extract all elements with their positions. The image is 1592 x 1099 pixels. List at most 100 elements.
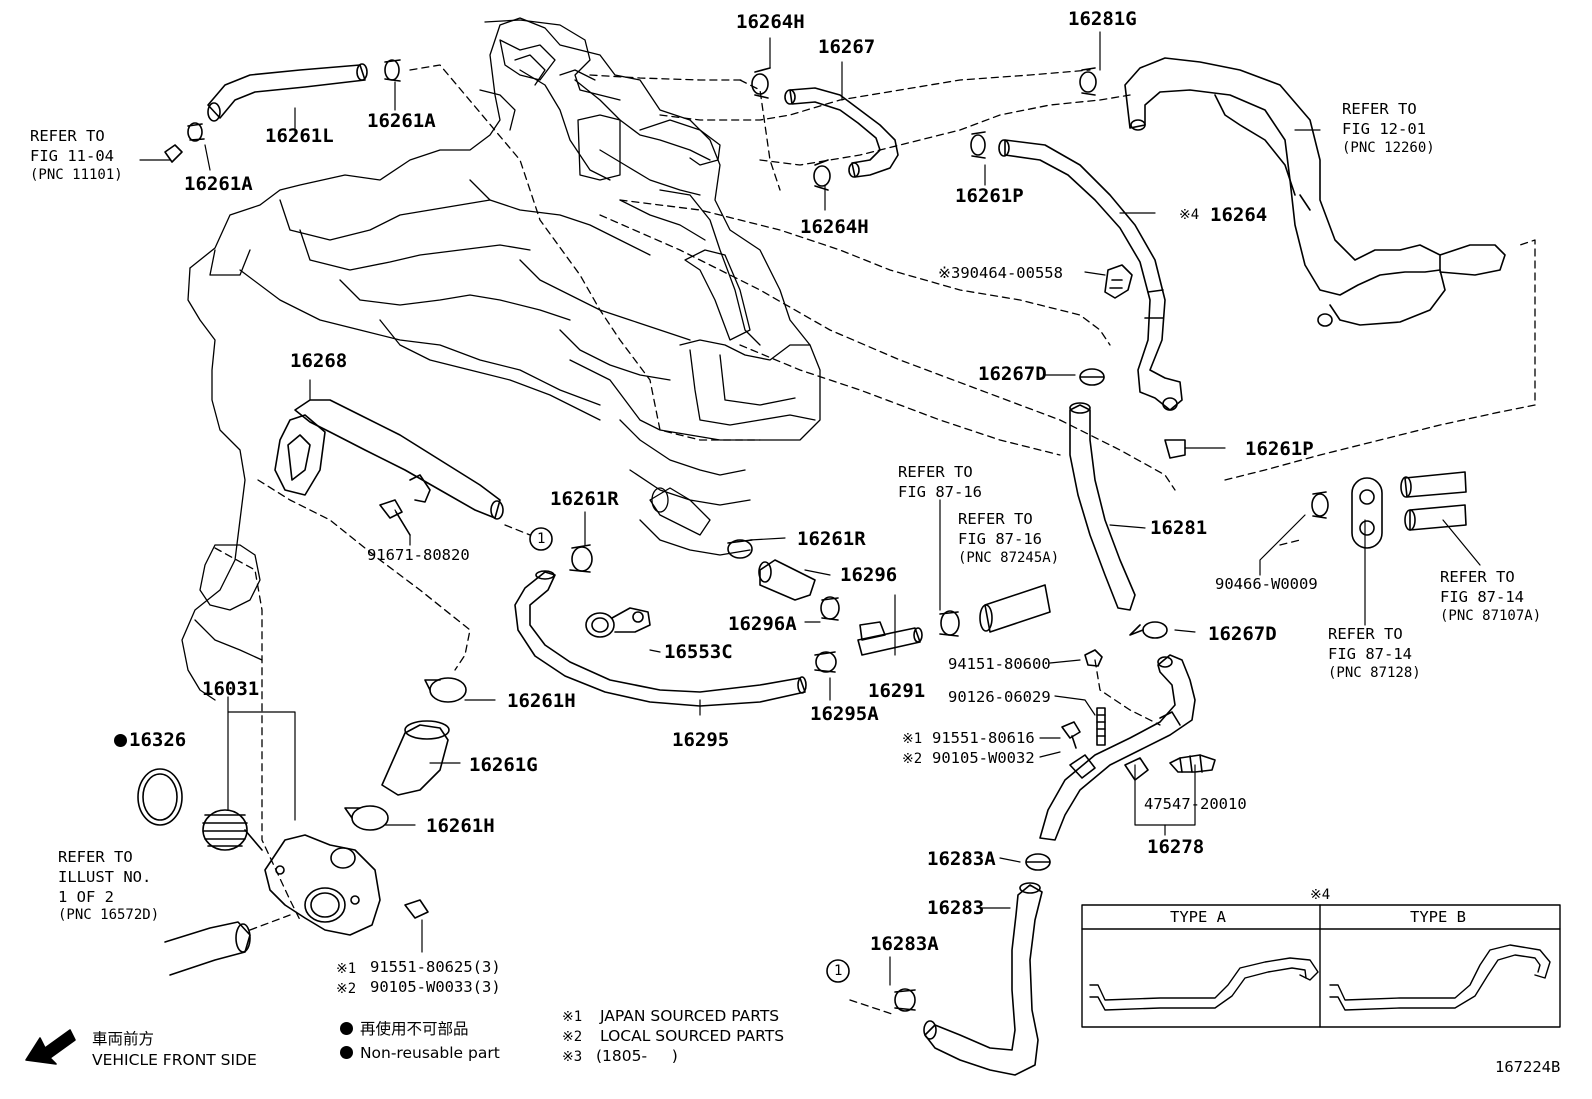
label-16283A-b: 16283A bbox=[870, 933, 939, 955]
label-91671-80820: 91671-80820 bbox=[367, 546, 470, 564]
pipes-87107A bbox=[1401, 472, 1466, 530]
water-inlet-housing bbox=[265, 835, 380, 935]
circle-1a-text: 1 bbox=[537, 531, 546, 547]
refer-line: FIG 87-14 bbox=[1440, 587, 1524, 606]
label-16326: 16326 bbox=[114, 731, 186, 750]
refer-line: (PNC 87245A) bbox=[958, 549, 1060, 566]
circle-1b-text: 1 bbox=[834, 963, 843, 979]
label-16553C: 16553C bbox=[664, 641, 733, 663]
label-90105-W0033: 90105-W0033(3) bbox=[370, 978, 501, 996]
label-16261H-b: 16261H bbox=[426, 815, 495, 837]
clamp-16283A-a bbox=[1026, 854, 1050, 870]
label-16295: 16295 bbox=[672, 729, 730, 751]
clamp-90466-W0009 bbox=[1312, 492, 1328, 518]
refer-line: (PNC 87128) bbox=[1328, 664, 1421, 681]
refer-fig-87-16-b: REFER TO FIG 87-16 (PNC 87245A) bbox=[958, 510, 1059, 568]
clamp-16261P-right bbox=[1165, 440, 1185, 458]
clamp-16261A-top bbox=[385, 60, 400, 81]
pipe-16278 bbox=[1040, 655, 1195, 840]
hose-16261G bbox=[382, 721, 449, 795]
label-16281G: 16281G bbox=[1068, 8, 1137, 30]
bolt-91671-80820 bbox=[380, 500, 410, 535]
refer-line: FIG 87-16 bbox=[958, 529, 1042, 548]
refer-line: REFER TO bbox=[1342, 100, 1417, 118]
label-16261A-top: 16261A bbox=[367, 110, 436, 132]
refer-line: FIG 12-01 bbox=[1342, 119, 1426, 138]
filled-circle-icon bbox=[114, 734, 127, 747]
pipe-16291 bbox=[858, 622, 922, 655]
label-90105-W0032: 90105-W0032 bbox=[932, 749, 1035, 767]
label-16261A-left: 16261A bbox=[184, 173, 253, 195]
pipe-16268 bbox=[275, 400, 503, 519]
clamp-16261H-a bbox=[425, 678, 466, 702]
clamp-16267D-low bbox=[1130, 622, 1167, 638]
note2-mark: ※2 bbox=[562, 1029, 583, 1045]
refer-line: FIG 87-16 bbox=[898, 482, 982, 501]
type-table-mark: ※4 bbox=[1310, 887, 1331, 903]
label-16261L: 16261L bbox=[265, 125, 334, 147]
arrow-down-left-icon bbox=[26, 1030, 75, 1064]
label-16268: 16268 bbox=[290, 350, 348, 372]
hose-16281G bbox=[1125, 58, 1505, 326]
filled-circle-icon bbox=[340, 1046, 353, 1059]
bracket-16553C bbox=[586, 608, 650, 637]
refer-line: (PNC 87107A) bbox=[1440, 607, 1542, 624]
refer-line: REFER TO bbox=[58, 848, 133, 866]
clamp-87-16 bbox=[940, 611, 959, 636]
hose-16296 bbox=[759, 560, 815, 600]
bolt-91551-80625 bbox=[405, 900, 428, 918]
label-16261G: 16261G bbox=[469, 754, 538, 776]
refer-line: FIG 87-14 bbox=[1328, 644, 1412, 663]
clamp-16295A bbox=[815, 652, 836, 672]
refer-fig-11-04: REFER TO FIG 11-04 (PNC 11101) bbox=[30, 127, 123, 185]
label-16281: 16281 bbox=[1150, 517, 1208, 539]
refer-line: (PNC 11101) bbox=[30, 166, 123, 183]
label-91551-80625: 91551-80625(3) bbox=[370, 958, 501, 976]
label-16283A-a: 16283A bbox=[927, 848, 996, 870]
label-16296A: 16296A bbox=[728, 613, 797, 635]
label-47547-20010: 47547-20010 bbox=[1144, 795, 1247, 813]
label-16267: 16267 bbox=[818, 36, 876, 58]
label-16296: 16296 bbox=[840, 564, 898, 586]
clamp-16261H-b bbox=[345, 806, 388, 830]
bolt-91551-80616 bbox=[1062, 722, 1080, 748]
reference-circle-1a bbox=[530, 528, 552, 550]
refer-line: ILLUST NO. bbox=[58, 867, 152, 886]
refer-fig-87-14-a: REFER TO FIG 87-14 (PNC 87107A) bbox=[1440, 568, 1541, 626]
gasket-16326 bbox=[138, 769, 182, 825]
label-16261P-right: 16261P bbox=[1245, 438, 1314, 460]
refer-line: (PNC 16572D) bbox=[58, 907, 160, 924]
hose-16281 bbox=[1070, 403, 1135, 610]
type-b-label: TYPE B bbox=[1410, 908, 1466, 926]
refer-line: REFER TO bbox=[1328, 625, 1403, 643]
hose-16283 bbox=[924, 883, 1042, 1075]
refer-fig-87-16-a: REFER TO FIG 87-16 bbox=[898, 463, 982, 503]
refer-illust-1-of-2: REFER TO ILLUST NO. 1 OF 2 (PNC 16572D) bbox=[58, 848, 159, 925]
type-a-label: TYPE A bbox=[1170, 908, 1226, 926]
label-90126-06029: 90126-06029 bbox=[948, 688, 1051, 706]
label-90105-W0032-mark: ※2 bbox=[902, 751, 923, 767]
pipe-engine-outlet bbox=[650, 488, 710, 535]
label-90466-W0009: 90466-W0009 bbox=[1215, 575, 1318, 593]
label-16291: 16291 bbox=[868, 680, 926, 702]
label-91551-80625-mark: ※1 bbox=[336, 961, 357, 977]
label-16267D-low: 16267D bbox=[1208, 623, 1277, 645]
clamp-16264H-mid bbox=[814, 160, 830, 190]
vehicle-front-en: VEHICLE FRONT SIDE bbox=[92, 1051, 257, 1069]
nut-94151-80600 bbox=[1085, 650, 1102, 666]
hose-16267 bbox=[785, 88, 898, 177]
pipe-87-16 bbox=[980, 585, 1050, 632]
refer-fig-12-01: REFER TO FIG 12-01 (PNC 12260) bbox=[1342, 100, 1435, 158]
label-16267D-mid: 16267D bbox=[978, 363, 1047, 385]
label-16261P-top: 16261P bbox=[955, 185, 1024, 207]
clamp-16261A-left bbox=[165, 123, 204, 162]
clamp-16296A bbox=[821, 597, 839, 620]
label-16264H-top: 16264H bbox=[736, 11, 805, 33]
label-16278: 16278 bbox=[1147, 836, 1205, 858]
non-reusable-en: Non-reusable part bbox=[340, 1045, 500, 1062]
grommet-87128 bbox=[1352, 478, 1382, 548]
hose-16261L bbox=[208, 64, 367, 121]
clamp-16261R-a bbox=[570, 545, 592, 572]
clamp-16281G bbox=[1080, 68, 1096, 95]
note3-text: (1805- ) bbox=[596, 1047, 678, 1065]
